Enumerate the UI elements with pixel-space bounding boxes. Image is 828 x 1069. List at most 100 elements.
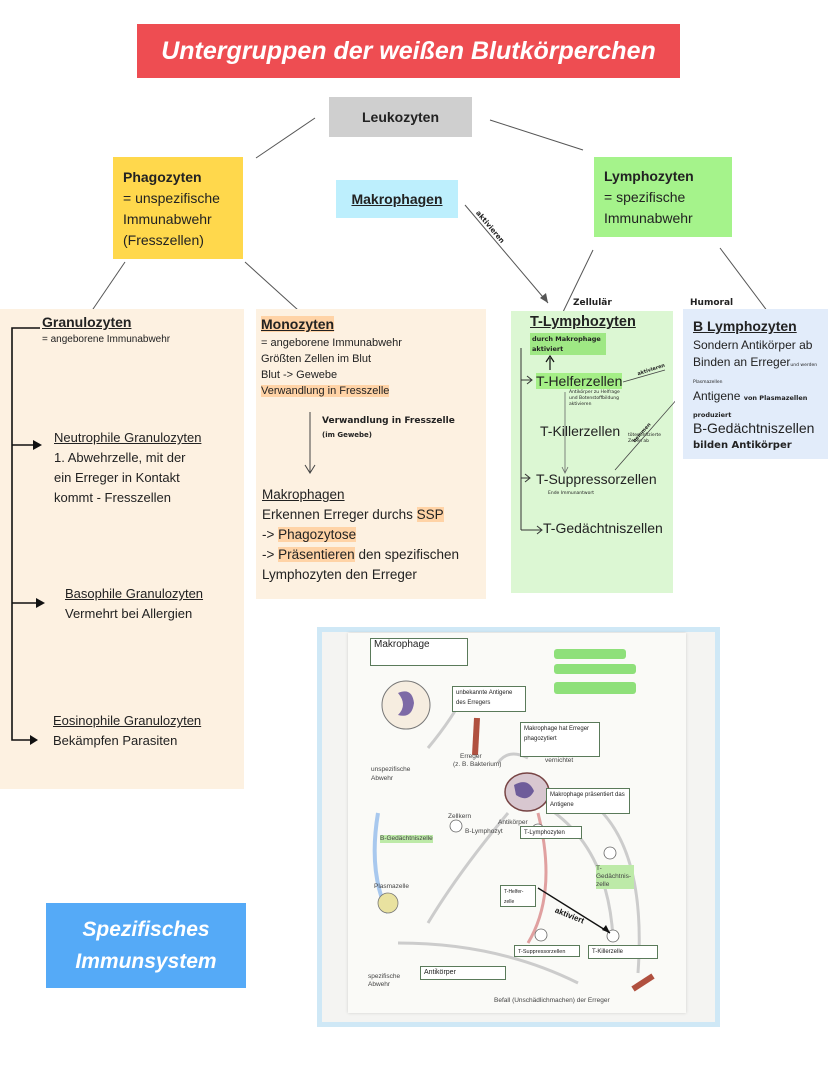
basophile-block: Basophile Granulozyten Vermehrt bei Alle… [65, 584, 203, 624]
monozyten-title-text: Monozyten [261, 316, 335, 332]
lymphozyten-title: Lymphozyten [604, 168, 694, 184]
lymphozyten-box: Lymphozyten = spezifische Immunabwehr [594, 157, 732, 237]
fig-erreger2: (z. B. Bakterium) [453, 761, 502, 768]
monozyten-hand1: Verwandlung in Fresszelle [322, 416, 455, 426]
fig-unbekannte-box: unbekannte Antigene des Erregers [452, 686, 526, 712]
granulozyten-panel [0, 309, 244, 789]
fig-befall: Befall (Unschädlichmachen) der Erreger [494, 997, 610, 1004]
fig-t-gedaechtnis: T-Gedächtnis-zelle [596, 865, 634, 889]
granulozyten-subtitle: = angeborene Immunabwehr [42, 334, 171, 345]
t-lymphozyten-title: T-Lymphozyten [530, 314, 636, 330]
fig-unspez: unspezifische [371, 766, 411, 773]
makro-m2a: -> [262, 527, 279, 542]
fig-makro-phago-box: Makrophage hat Erreger phagozytiert [520, 722, 600, 757]
t-helfer-text: T-Helferzellen [536, 373, 623, 389]
fig-makro-prae-box: Makrophage präsentiert das Antigene [546, 788, 630, 814]
neutrophile-title: Neutrophile Granulozyten [54, 430, 202, 445]
t-gedaechtnis: T-Gedächtniszellen [543, 520, 663, 536]
neutrophile-l2: ein Erreger in Kontakt [54, 470, 180, 485]
fig-antikoerper-small: Antikörper [498, 819, 528, 826]
fig-t-killer-box: T-Killerzelle [588, 945, 658, 959]
fig-vernichtet: vernichtet [545, 757, 574, 764]
fig-plasmazelle: Plasmazelle [374, 883, 410, 890]
phagozyten-line2: Immunabwehr [123, 211, 212, 227]
makro-m2b: Phagozytose [278, 527, 357, 542]
fig-erreger: Erreger [460, 753, 482, 760]
b-l5: bilden Antikörper [693, 440, 792, 451]
b-l2a: Binden an Erreger [693, 355, 791, 369]
lymphozyten-line1: = spezifische [604, 189, 686, 205]
makro-m1b: SSP [416, 507, 444, 522]
basophile-l1: Vermehrt bei Allergien [65, 606, 193, 621]
monozyten-title: Monozyten [261, 316, 335, 332]
t-tree [520, 348, 675, 535]
phagozyten-line1: = unspezifische [123, 190, 220, 206]
t-hand-top: durch Makrophage aktiviert [530, 333, 606, 355]
fig-t-lympho-box: T-Lymphozyten [520, 826, 582, 839]
monozyten-details: = angeborene Immunabwehr Größten Zellen … [261, 335, 402, 399]
b-lymphozyten-panel [683, 309, 828, 459]
spezifisches-l1: Spezifisches [82, 917, 210, 941]
eosinophile-l1: Bekämpfen Parasiten [53, 733, 178, 748]
b-l2b: und werden Plasmazellen [693, 363, 818, 385]
spezifisches-immunsystem-box: Spezifisches Immunsystem [46, 903, 246, 988]
monozyten-hand2: (im Gewebe) [322, 431, 372, 439]
fig-abwehr2: Abwehr [368, 981, 391, 988]
eosinophile-block: Eosinophile Granulozyten Bekämpfen Paras… [53, 711, 201, 751]
monozyten-down-arrow [304, 412, 316, 474]
b-l4: B-Gedächtniszellen [693, 420, 815, 436]
fig-green-note-2 [554, 664, 636, 674]
basophile-title: Basophile Granulozyten [65, 586, 204, 601]
t-helfer-note: Antikörper zu Helfrage und Botenstoffbil… [569, 390, 620, 407]
phagozyten-title: Phagozyten [123, 169, 202, 185]
phagozyten-box: Phagozyten = unspezifische Immunabwehr (… [113, 157, 243, 259]
neutrophile-l1: 1. Abwehrzelle, mit der [54, 450, 186, 465]
t-label-zellular: Zellulär [573, 298, 612, 308]
b-l1: Sondern Antikörper ab [693, 338, 813, 352]
monozyten-l2: Größten Zellen im Blut [261, 353, 372, 365]
neutrophile-block: Neutrophile Granulozyten 1. Abwehrzelle,… [54, 428, 201, 508]
makrophagen-subtitle: Makrophagen [262, 487, 345, 502]
fig-b-gedaechtnis: B-Gedächtniszelle [380, 835, 433, 843]
b-details: Sondern Antikörper ab Binden an Erregeru… [693, 337, 828, 422]
fig-b-lympho: B-Lymphozyt [465, 828, 503, 835]
eosinophile-title: Eosinophile Granulozyten [53, 713, 202, 728]
monozyten-l3: Blut -> Gewebe [261, 369, 338, 381]
makrophagen-box: Makrophagen [336, 180, 458, 218]
t-helfer: T-Helferzellen [536, 373, 623, 389]
b-l3b: von Plasmazellen produziert [693, 394, 808, 419]
fig-makrophage-box: Makrophage [370, 638, 468, 666]
leukozyten-box: Leukozyten [329, 97, 472, 137]
monozyten-l1: = angeborene Immunabwehr [261, 337, 402, 349]
b-label-humoral: Humoral [690, 298, 734, 308]
b-l3a: Antigene [693, 389, 744, 403]
granulozyten-bracket [11, 327, 45, 745]
neutrophile-l3: kommt - Fresszellen [54, 490, 172, 505]
fig-zellkern: Zellkern [448, 813, 472, 820]
makro-m1a: Erkennen Erreger durchs [262, 507, 417, 522]
fig-spez: spezifische [368, 973, 401, 980]
fig-green-note-1 [554, 649, 626, 659]
b-lymphozyten-title: B Lymphozyten [693, 318, 797, 334]
fig-antikoerper-box: Antikörper [420, 966, 506, 980]
t-lymphozyten-panel [511, 311, 673, 593]
makro-m4: Lymphozyten den Erreger [262, 567, 417, 582]
makro-m3a: -> [262, 547, 279, 562]
granulozyten-title: Granulozyten [42, 314, 132, 330]
spezifisches-l2: Immunsystem [75, 949, 217, 973]
fig-abwehr: Abwehr [371, 775, 394, 782]
t-killer: T-Killerzellen [540, 423, 621, 439]
t-killer-note: töten infizierte Zellen ab [628, 433, 662, 444]
makro-m3c: den spezifischen [354, 547, 460, 562]
page-title: Untergruppen der weißen Blutkörperchen [137, 24, 680, 78]
fig-t-helfer-box: T-Helfer-zelle [500, 885, 536, 907]
figure-paper: Makrophage unbekannte Antigene des Erreg… [348, 633, 686, 1013]
monozyten-l4: Verwandlung in Fresszelle [261, 385, 390, 397]
t-suppressor-note: Ende Immunantwort [548, 491, 594, 496]
makrophagen-block: Makrophagen Erkennen Erreger durchs SSP … [262, 485, 459, 585]
phagozyten-line3: (Fresszellen) [123, 232, 204, 248]
fig-t-suppressor-box: T-Suppressorzellen [514, 945, 580, 957]
makro-m3b: Präsentieren [278, 547, 355, 562]
fig-green-note-3 [554, 682, 636, 694]
